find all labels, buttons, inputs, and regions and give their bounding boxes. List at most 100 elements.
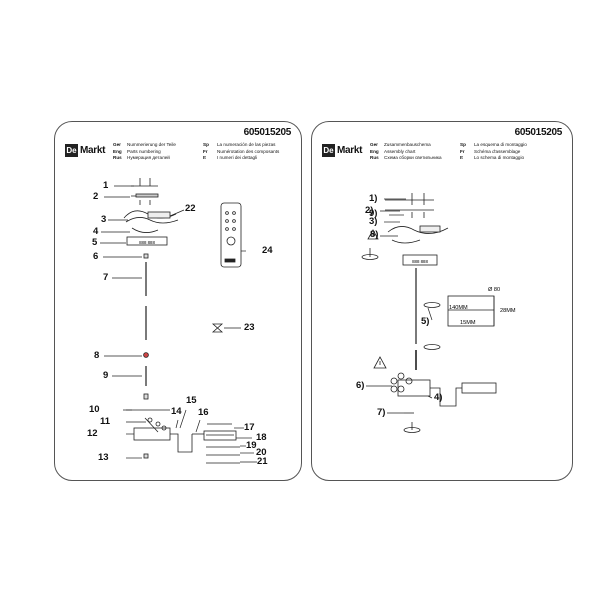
product-code: 605015205: [243, 127, 292, 138]
part-number: 21: [257, 456, 268, 467]
warning-icon: [367, 229, 379, 240]
legend-text: Numérotation des composants: [217, 148, 280, 154]
brand-logo-box: De: [65, 144, 78, 157]
legend-row: Eng Assembly chart Fr Schéma d'assemblage: [370, 149, 550, 156]
dimension-label: 28MM: [500, 308, 516, 314]
part-number: 14: [171, 406, 182, 417]
step-number: 4): [434, 392, 443, 403]
assembly-canopy: [402, 254, 438, 266]
part-number: 2: [93, 191, 99, 202]
dimension-drawing: [447, 295, 495, 327]
legend-lang: Fr: [460, 148, 465, 154]
coupling: [143, 352, 149, 358]
legend-lang: It: [460, 155, 463, 161]
part-number: 24: [262, 245, 273, 256]
part-number: 4: [93, 226, 99, 237]
product-code: 605015205: [514, 127, 563, 138]
brand-logo: De Markt: [65, 144, 105, 157]
legend-text: Zusammenbauschema: [384, 142, 431, 147]
display-text: 888 888: [412, 259, 428, 264]
part-number: 7: [103, 272, 109, 283]
dimension-label: Ø 80: [488, 287, 500, 293]
part-number: 3: [101, 214, 107, 225]
legend-text: Нумерация деталей: [127, 155, 170, 161]
bulb-sockets: [144, 417, 167, 433]
legend-lang: Fr: [203, 148, 208, 154]
step-number: 2): [365, 205, 374, 216]
step-number: 9): [369, 208, 378, 219]
brand-logo-text: Markt: [337, 145, 363, 156]
legend-row: Ger Nummerierung der Teile Sp La numeració…: [113, 142, 293, 149]
step-number: 3): [369, 216, 378, 227]
dimension-label: 140MM: [449, 305, 468, 311]
display-text: 888 888: [139, 240, 155, 245]
step-number: 7): [377, 407, 386, 418]
brand-logo: De Markt: [322, 144, 362, 157]
step-number: 8): [370, 229, 379, 240]
assembly-disc: [423, 302, 441, 308]
part-number: 15: [186, 395, 197, 406]
assembly-wires: [361, 225, 449, 260]
part-number: 22: [185, 203, 196, 214]
assembly-sheet: De Markt 605015205 Ger Zusammenbauschema …: [311, 121, 573, 481]
hourglass-icon: [211, 323, 224, 333]
part-number: 5: [92, 237, 98, 248]
legend-lang: Ger: [370, 142, 378, 147]
step-number: 6): [356, 380, 365, 391]
legend-lang: It: [203, 155, 206, 161]
end-cap: [143, 453, 149, 459]
part-number: 19: [246, 440, 257, 451]
lamp-head: [203, 430, 237, 441]
part-number: 9: [103, 370, 109, 381]
assembly-bracket: [385, 193, 434, 218]
warning-icon: [373, 356, 387, 369]
legend-row: Rus Нумерация деталей It I numeri dei dett…: [113, 155, 293, 162]
brand-logo-text: Markt: [80, 145, 106, 156]
legend-text: Nummerierung der Teile: [127, 142, 176, 147]
legend: Ger Nummerierung der Teile Sp La numeració…: [113, 142, 293, 162]
legend-lang: Rus: [370, 155, 379, 161]
leader-lines: [366, 198, 433, 414]
part-number: 20: [256, 447, 267, 458]
remote-control-icon: [220, 202, 242, 268]
legend-text: La esquema di montaggio: [474, 142, 527, 147]
legend-row: Ger Zusammenbauschema Sp La esquema di mon…: [370, 142, 550, 149]
step-number: 5): [421, 316, 430, 327]
step-number: 1): [369, 193, 378, 204]
part-number: 17: [244, 422, 255, 433]
part-number: 6: [93, 251, 99, 262]
legend-text: La numeración de las piezas: [217, 142, 276, 147]
part-number: 10: [89, 404, 100, 415]
part-number: 1: [103, 180, 109, 191]
part-number: 8: [94, 350, 100, 361]
part-number: 12: [87, 428, 98, 439]
part-number: 23: [244, 322, 255, 333]
brand-logo-box: De: [322, 144, 335, 157]
part-number: 13: [98, 452, 109, 463]
legend-lang: Sp: [203, 142, 209, 147]
wires: [123, 210, 179, 233]
legend-lang: Eng: [370, 148, 379, 154]
legend-lang: Rus: [113, 155, 122, 161]
assembly-lamp: [390, 372, 497, 407]
legend-text: Assembly chart: [384, 148, 416, 154]
mounting-bracket: [131, 178, 159, 205]
legend-lang: Ger: [113, 142, 121, 147]
part-number: 16: [198, 407, 209, 418]
part-number: 11: [100, 416, 111, 427]
legend: Ger Zusammenbauschema Sp La esquema di mon…: [370, 142, 550, 162]
leader-lines: [100, 185, 257, 463]
connector: [143, 393, 149, 400]
legend-text: I numeri dei dettagli: [217, 155, 258, 161]
legend-lang: Sp: [460, 142, 466, 147]
legend-text: Parts numbering: [127, 148, 161, 154]
legend-text: Schéma d'assemblage: [474, 148, 521, 154]
legend-text: Lo schema di montaggio: [474, 155, 525, 161]
dimension-label: 15MM: [460, 320, 476, 326]
part-number: 18: [256, 432, 267, 443]
connector: [143, 253, 149, 259]
lamp-arm: [170, 433, 193, 453]
